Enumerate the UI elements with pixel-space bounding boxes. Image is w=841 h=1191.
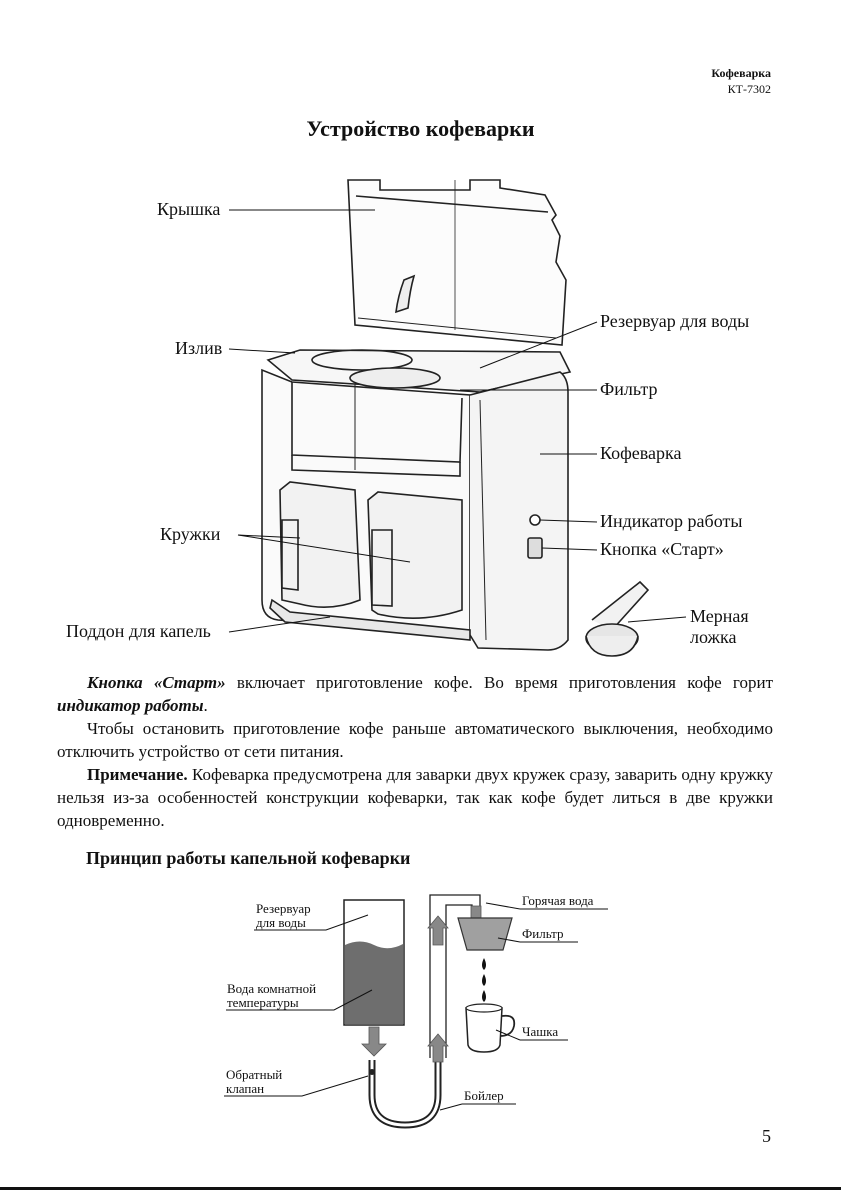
label-drip-tray: Поддон для капель [66, 621, 211, 641]
label-filter: Фильтр [600, 379, 658, 399]
diagram-label-valve-line2: клапан [226, 1081, 265, 1096]
page-number: 5 [762, 1126, 771, 1146]
page-title: Устройство кофеварки [306, 116, 535, 141]
p1-text-2: . [203, 696, 208, 715]
note-text: Кофеварка предусмотрена для заварки двух… [57, 765, 773, 830]
diagram-label-filter: Фильтр [522, 926, 564, 941]
label-spoon-line1: Мерная [690, 606, 749, 626]
paragraph-start-button: Кнопка «Старт» включает приготовление ко… [57, 671, 773, 717]
label-spoon-line2: ложка [690, 627, 737, 647]
start-button-term: Кнопка «Старт» [87, 673, 226, 692]
paragraph-note: Примечание. Кофеварка предусмотрена для … [57, 763, 773, 832]
diagram-label-cup: Чашка [522, 1024, 559, 1039]
body-text: Кнопка «Старт» включает приготовление ко… [57, 671, 773, 832]
diagram-label-valve-line1: Обратный [226, 1067, 283, 1082]
section-title: Принцип работы капельной кофеварки [86, 848, 411, 868]
label-spout: Излив [175, 338, 223, 358]
note-term: Примечание. [87, 765, 188, 784]
diagram-label-tank-line2: для воды [256, 915, 306, 930]
diagram-label-room-water-line2: температуры [227, 995, 299, 1010]
header-model-name: Кофеварка [711, 66, 771, 80]
label-water-tank: Резервуар для воды [600, 311, 750, 331]
diagram-label-room-water-line1: Вода комнатной [227, 981, 317, 996]
diagram-label-tank-line1: Резервуар [256, 901, 311, 916]
label-lid: Крышка [157, 199, 221, 219]
label-body: Кофеварка [600, 443, 682, 463]
label-mugs: Кружки [160, 524, 221, 544]
p1-text-1: включает приготовление кофе. Во время пр… [225, 673, 773, 692]
label-indicator: Индикатор работы [600, 511, 743, 531]
indicator-term: индикатор работы [57, 696, 204, 715]
diagram-label-boiler: Бойлер [464, 1088, 504, 1103]
header-model-code: КТ-7302 [727, 82, 771, 96]
bottom-rule [0, 1187, 841, 1190]
label-start-button: Кнопка «Старт» [600, 539, 724, 559]
diagram-label-hot-water: Горячая вода [522, 893, 594, 908]
paragraph-stop: Чтобы остановить приготовление кофе рань… [57, 719, 773, 761]
